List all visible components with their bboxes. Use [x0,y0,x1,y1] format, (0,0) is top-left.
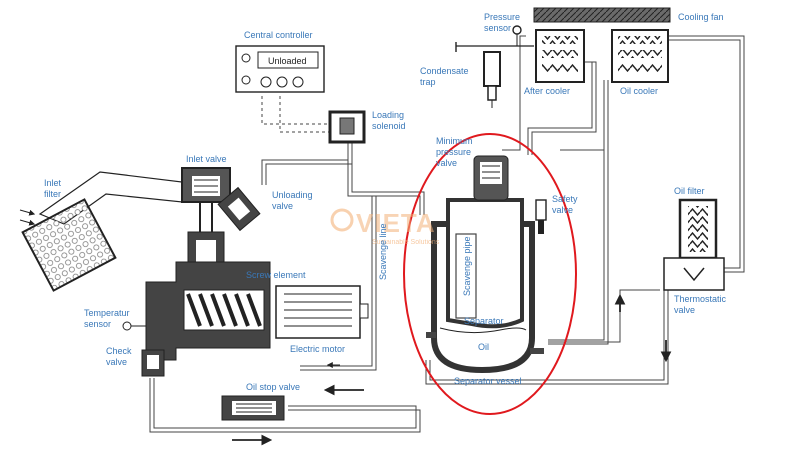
label-temperature-sensor-2: sensor [84,319,111,329]
label-pressure-sensor-2: sensor [484,23,511,33]
label-separator-vessel: Separator vessel [454,376,522,386]
label-check-valve-2: valve [106,357,127,367]
svg-text:Sustainable Solutions: Sustainable Solutions [372,239,440,246]
temperature-sensor [122,321,146,331]
label-inlet-filter-2: filter [44,189,61,199]
after-cooler [535,29,585,83]
controller-display: Unloaded [268,56,307,66]
label-inlet-filter: Inlet [44,178,62,188]
label-loading-solenoid: Loading [372,110,404,120]
check-valve [141,349,165,377]
label-oil-filter: Oil filter [674,186,705,196]
label-min-pressure-2: pressure [436,147,471,157]
label-oil-cooler: Oil cooler [620,86,658,96]
screw-element [145,261,271,361]
label-min-pressure-3: valve [436,158,457,168]
label-unloading-valve-2: valve [272,201,293,211]
separator-vessel [426,198,544,374]
label-after-cooler: After cooler [524,86,570,96]
label-cooling-fan: Cooling fan [678,12,724,22]
label-inlet-valve: Inlet valve [186,154,227,164]
watermark-logo: VIETA Sustainable Solutions [330,208,440,246]
cooling-fan [533,7,671,23]
label-unloading-valve: Unloading [272,190,313,200]
oil-cooler [611,29,669,83]
loading-solenoid [328,110,366,144]
flow-arrows [232,293,672,446]
safety-valve [535,199,547,234]
label-electric-motor: Electric motor [290,344,345,354]
label-condensate: Condensate [420,66,469,76]
label-loading-solenoid-2: solenoid [372,121,406,131]
label-scavenge-line: Scavenge line [378,223,388,280]
central-controller [235,45,325,93]
electric-motor [275,285,369,339]
pressure-sensor [455,25,534,52]
inlet-filter [19,171,183,292]
condensate-trap [483,51,501,108]
inlet-valve [181,167,231,271]
label-pressure-sensor: Pressure [484,12,520,22]
oil-stop-valve [221,395,285,421]
highlight-ellipse [403,133,577,415]
label-safety-valve-2: valve [552,205,573,215]
svg-text:VIETA: VIETA [356,208,436,238]
minimum-pressure-valve [473,155,509,201]
label-thermostatic: Thermostatic [674,294,727,304]
label-check-valve: Check [106,346,132,356]
piping [149,35,745,433]
label-safety-valve: Safety [552,194,578,204]
label-oil: Oil [478,342,489,352]
label-scavenge-pipe: Scavenge pipe [462,236,472,296]
label-min-pressure: Minimum [436,136,473,146]
label-central-controller: Central controller [244,30,313,40]
label-thermostatic-2: valve [674,305,695,315]
thermostatic-valve [663,257,725,291]
label-separator: Separator [464,316,504,326]
label-condensate-2: trap [420,77,436,87]
unloading-valve [217,186,261,232]
oil-filter [678,198,718,260]
label-temperature-sensor: Temperatur [84,308,130,318]
label-screw-element: Screw element [246,270,306,280]
label-oil-stop-valve: Oil stop valve [246,382,300,392]
